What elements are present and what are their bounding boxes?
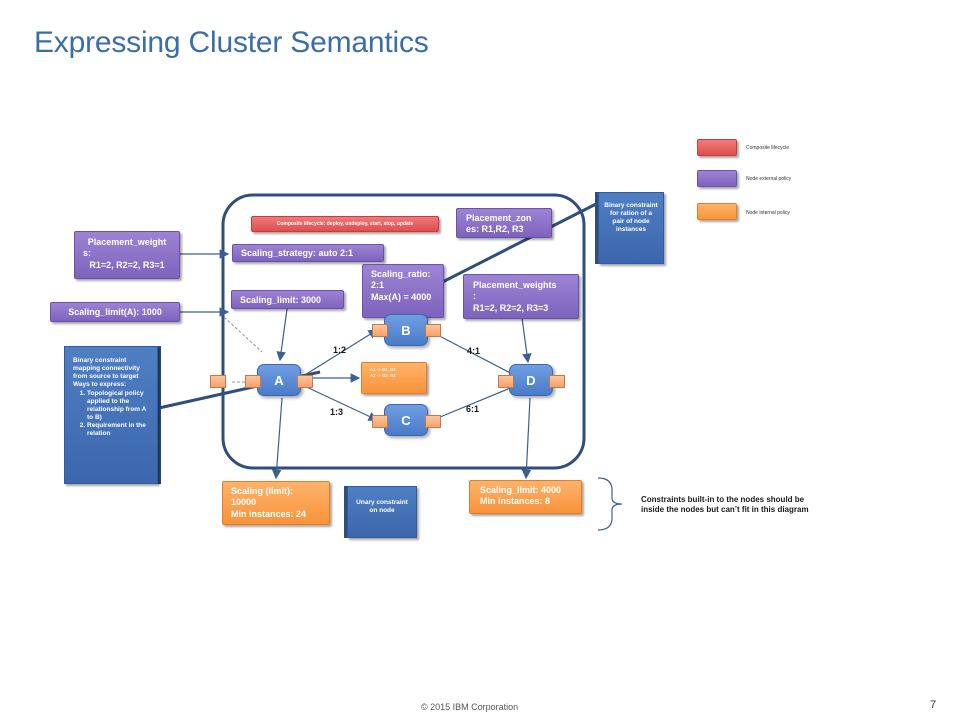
ratio-b-d: 4:1 [467,346,481,356]
node-b[interactable]: B [384,314,428,346]
scaling-limit-d-node-line2: Min instances: 8 [480,496,551,507]
legend-swatch-node-external-policy [697,170,737,187]
scaling-limit-a-node-line3: Min instances: 24 [231,508,307,519]
legend-swatch-node-internal-policy [697,203,737,220]
composite-lifecycle-box: Composite lifecycle: deploy, undeploy, s… [251,216,439,232]
node-c[interactable]: C [384,404,428,436]
placement-weights-left-line3: R1=2, R2=2, R3=1 [89,259,165,270]
mapping-line3: ... [370,379,374,385]
port-c-right [425,415,441,428]
node-a-label: A [274,372,284,388]
scaling-limit-3000-text: Scaling_limit: 3000 [240,295,322,305]
scaling-ratio-box: Scaling_ratio: 2:1 Max(A) = 4000 [362,264,444,318]
dashed-link [223,316,263,353]
composite-lifecycle-text: Composite lifecycle: deploy, undeploy, s… [276,221,414,227]
port-c-left [372,415,388,428]
mapping-line1: A1 -> B1, B2 [370,367,396,372]
scaling-limit-a-text: Scaling_limit(A): 1000 [68,307,162,317]
binary-mapping-bar [158,346,161,484]
binary-mapping-item: Topological policy applied to the relati… [87,390,149,423]
binary-pair-text: Binary constraint for ration of a pair o… [604,202,658,234]
placement-weights-left-line2: s: [83,248,92,259]
node-a[interactable]: A [257,364,301,396]
ratio-a-b: 1:2 [333,345,347,355]
legend-label-node-external-policy: Node external policy [746,176,792,182]
link-a-scaling [271,397,283,480]
scaling-limit-d-node-line1: Scaling_limit: 4000 [480,485,562,495]
placement-weights-left-box: Placement_weight s: R1=2, R2=2, R3=1 [74,231,180,279]
unary-text: Unary constraint on node [356,499,408,515]
constraints-note: Constraints built-in to the nodes should… [641,495,809,515]
link-scaling-limit-3000 [276,308,288,362]
binary-pair-bar [595,192,598,264]
scaling-limit-a-node-line2: 10000 [231,497,257,508]
node-d[interactable]: D [509,364,553,396]
mapping-line2: A2 -> B3, B4 [370,373,396,379]
mapping-box: A1 -> B1, B2 A2 -> B3, B4 ... [361,362,427,394]
ratio-c-d: 6:1 [466,404,480,414]
constraints-brace [597,477,623,531]
port-a-left-outer [210,375,226,388]
node-b-label: B [401,322,411,338]
unary-bar [344,486,347,538]
scaling-limit-3000-box: Scaling_limit: 3000 [231,290,344,309]
page-number: 7 [930,699,937,711]
edge-a-b [299,329,379,379]
port-a-left [245,375,261,388]
cluster-boundary [221,193,586,470]
node-c-label: C [401,412,411,428]
legend-label-composite-lifecycle: Composite lifecycle [746,145,790,151]
legend-swatch-composite-lifecycle [697,139,737,156]
placement-zones-box: Placement_zon es: R1,R2, R3 [456,208,552,238]
edge-a-c [299,383,379,421]
placement-weights-left-line1: Placement_weight [87,237,167,247]
scaling-limit-d-node-box: Scaling_limit: 4000 Min instances: 8 [469,480,582,514]
placement-weights-right-line3: R1=2, R2=2, R3=3 [473,302,549,313]
scaling-limit-a-node-line1: Scaling (limit): [231,486,294,496]
link-d-scaling [521,397,532,480]
scaling-limit-a-node-box: Scaling (limit): 10000 Min instances: 24 [222,481,330,525]
binary-mapping-list: Topological policy applied to the relati… [73,390,149,439]
scaling-strategy-box: Scaling_strategy: auto 2:1 [232,244,384,262]
scaling-limit-a-box: Scaling_limit(A): 1000 [50,302,180,322]
placement-zones-line1: Placement_zon [466,213,532,223]
scaling-ratio-line1: Scaling_ratio: [371,269,431,279]
port-d-left [498,375,514,388]
edge-b-d [427,329,522,379]
port-b-right [425,324,441,337]
edge-c-d [427,382,522,423]
page-title: Expressing Cluster Semantics [34,26,429,59]
unary-callout: Unary constraint on node [347,486,417,538]
port-d-right [549,375,565,388]
scaling-strategy-text: Scaling_strategy: auto 2:1 [241,248,354,258]
binary-pair-pointer [414,201,599,298]
binary-mapping-intro: Binary constraint mapping connectivity f… [73,357,140,389]
placement-weights-right-box: Placement_weights : R1=2, R2=2, R3=3 [463,274,579,319]
placement-weights-right-line2: : [473,291,476,302]
placement-zones-line2: es: R1,R2, R3 [466,224,524,235]
port-a-right [297,375,313,388]
scaling-ratio-line2: 2:1 [371,280,385,291]
legend-label-node-internal-policy: Node internal policy [746,210,790,216]
node-d-label: D [526,372,536,388]
binary-mapping-item: Requirement in the relation [87,422,149,438]
binary-mapping-callout: Binary constraint mapping connectivity f… [64,346,158,484]
placement-weights-right-line1: Placement_weights [473,280,557,290]
binary-pair-callout: Binary constraint for ration of a pair o… [598,192,664,264]
footer-copyright: © 2015 IBM Corporation [421,702,519,712]
scaling-ratio-line3: Max(A) = 4000 [371,291,432,302]
ratio-a-c: 1:3 [330,407,344,417]
link-placement-weights-right [521,317,532,364]
port-b-left [372,324,388,337]
